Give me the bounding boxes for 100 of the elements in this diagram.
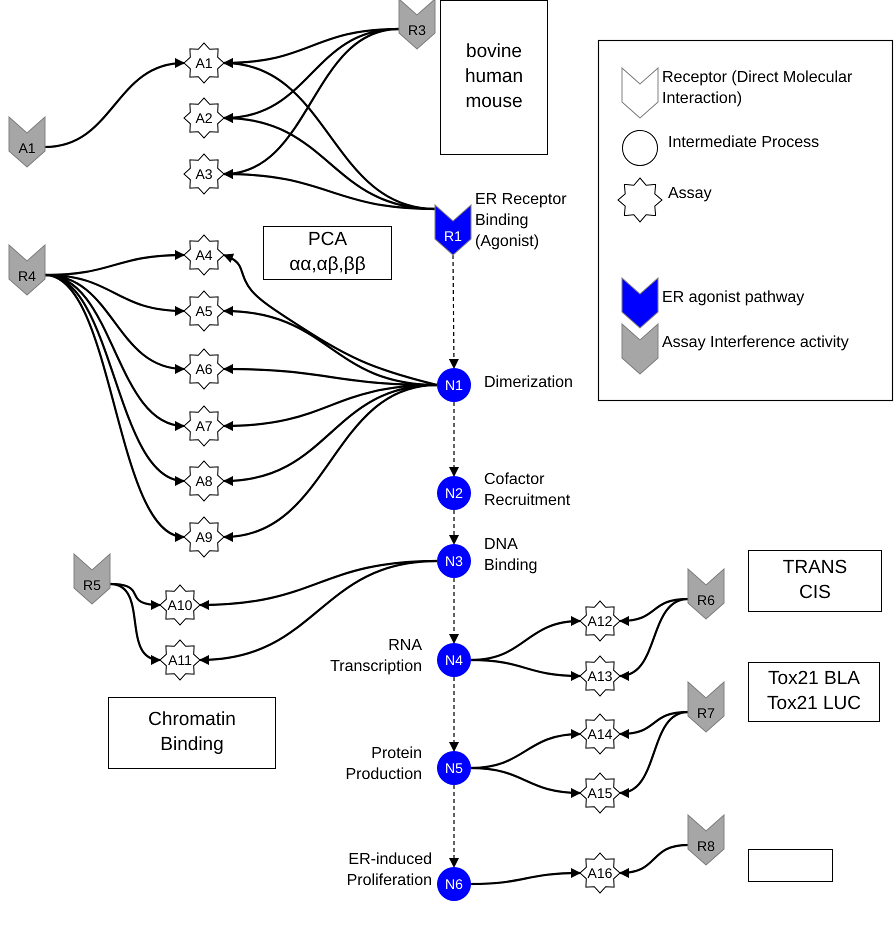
text-box	[748, 662, 880, 722]
assay-star	[580, 714, 620, 754]
process-label: ER-induced Proliferation	[346, 850, 432, 891]
box-text: TRANS	[782, 556, 848, 580]
receptor-chevron	[9, 117, 45, 167]
arrow	[223, 384, 438, 541]
assay-star	[580, 773, 620, 813]
process-circle	[437, 368, 471, 402]
dashed-arrow	[449, 510, 459, 545]
node-label: A6	[195, 362, 213, 376]
legend-text: Intermediate Process	[668, 133, 820, 153]
dashed-arrow	[449, 677, 459, 752]
node-label: R7	[697, 706, 715, 720]
assay-star	[184, 154, 224, 194]
node-label: A16	[588, 866, 612, 880]
box-text: PCA αα,αβ,ββ	[288, 228, 367, 277]
assay-star	[184, 517, 224, 557]
process-circle	[437, 867, 471, 901]
process-circle	[437, 544, 471, 578]
node-label: A3	[195, 167, 213, 181]
node-label: A14	[588, 727, 612, 741]
legend-text: Assay Interference activity	[662, 333, 850, 353]
assay-star	[184, 235, 224, 275]
dashed-arrow	[448, 255, 459, 369]
box-text: CIS	[799, 581, 831, 605]
text-box	[108, 697, 276, 769]
arrow	[223, 254, 438, 386]
node-label: A8	[195, 474, 213, 488]
assay-star	[580, 853, 620, 893]
legend-text: Receptor (Direct Molecular Interaction)	[662, 68, 854, 109]
node-label: N6	[445, 877, 463, 891]
assay-star	[184, 43, 224, 83]
text-box	[748, 849, 833, 882]
node-label: A12	[588, 614, 612, 628]
process-circle	[437, 643, 471, 677]
node-label: A4	[195, 248, 213, 262]
dashed-arrow	[449, 785, 459, 868]
assay-star	[580, 601, 620, 641]
dashed-arrow	[449, 402, 459, 477]
receptor-chevron	[74, 554, 110, 604]
receptor-chevron	[688, 569, 724, 619]
node-label: N5	[445, 761, 463, 775]
box-text: bovine human mouse	[464, 40, 524, 114]
assay-star	[184, 291, 224, 331]
assay-star	[184, 406, 224, 446]
node-label: R5	[83, 578, 101, 592]
node-label: A7	[195, 419, 213, 433]
assay-star	[184, 98, 224, 138]
node-label: N3	[445, 554, 463, 568]
node-label: N1	[445, 378, 463, 392]
receptor-chevron	[688, 682, 724, 732]
assay-star	[160, 585, 200, 625]
process-label: Cofactor Recruitment	[484, 470, 572, 511]
arrow	[619, 598, 688, 680]
legend-text: Assay	[668, 184, 713, 204]
assay-star	[580, 656, 620, 696]
process-label: RNA Transcription	[329, 636, 422, 677]
assay-star	[184, 349, 224, 389]
node-label: R1	[444, 229, 462, 243]
process-circle	[437, 476, 471, 510]
box-text: Tox21 BLA	[768, 667, 860, 692]
node-label: R3	[408, 23, 426, 37]
text-box	[263, 226, 392, 280]
arrow	[470, 868, 581, 886]
receptor-chevron	[9, 245, 45, 295]
dashed-arrow	[449, 578, 459, 644]
node-label: A10	[168, 598, 192, 612]
arrow	[470, 766, 581, 798]
node-label: A13	[588, 669, 612, 683]
arrow	[199, 560, 438, 664]
arrow	[44, 58, 185, 148]
node-label: A1	[195, 56, 213, 70]
process-circle	[437, 751, 471, 785]
arrow	[619, 844, 688, 878]
process-label: Protein Production	[344, 744, 422, 785]
box-text: Chromatin Binding	[147, 708, 237, 757]
legend-text: ER agonist pathway	[662, 288, 806, 308]
node-label: A11	[168, 653, 192, 667]
text-box	[748, 550, 882, 612]
node-label: N4	[445, 653, 463, 667]
node-label: A1	[18, 141, 36, 155]
arrow	[223, 169, 436, 210]
process-label: DNA Binding	[484, 535, 538, 576]
arrow	[619, 710, 688, 796]
receptor-chevron	[435, 205, 471, 255]
arrow	[44, 274, 185, 430]
arrow	[470, 658, 581, 681]
node-label: R4	[18, 269, 36, 283]
process-label: Dimerization	[484, 373, 574, 393]
process-label: ER Receptor Binding (Agonist)	[475, 190, 568, 252]
receptor-chevron	[399, 0, 435, 49]
node-label: N2	[445, 486, 463, 500]
node-label: A9	[195, 530, 213, 544]
arrow	[44, 274, 185, 539]
text-box	[440, 0, 548, 155]
assay-star	[184, 461, 224, 501]
node-label: A5	[195, 304, 213, 318]
assay-star	[160, 640, 200, 680]
node-label: A2	[195, 111, 213, 125]
arrow	[110, 582, 161, 664]
